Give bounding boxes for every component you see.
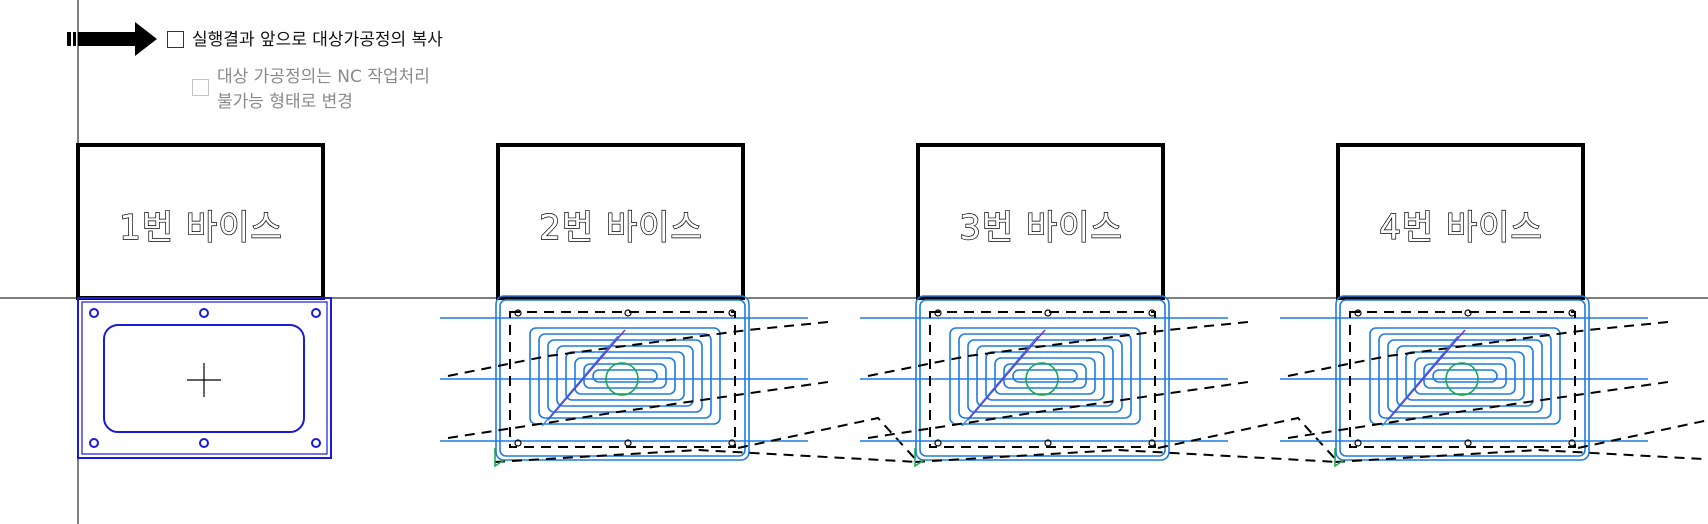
vise-box-4 [1336, 143, 1585, 300]
copy-before-result-label[interactable]: 실행결과 앞으로 대상가공정의 복사 [192, 30, 443, 50]
tool-circle-icon [1445, 362, 1479, 396]
vise-label-2: 2번 바이스 [539, 207, 703, 248]
arrow-right-icon [67, 22, 157, 56]
part-1-selected[interactable] [77, 297, 332, 459]
vise-label-3: 3번 바이스 [959, 207, 1123, 248]
vise-box-2 [496, 143, 745, 300]
crosshair-icon [187, 363, 221, 397]
toolpath-part-2[interactable] [440, 295, 919, 468]
tool-circle-icon [1025, 362, 1059, 396]
nc-lock-checkbox [192, 79, 209, 96]
copy-before-result-option[interactable]: 실행결과 앞으로 대상가공정의 복사 [167, 28, 443, 52]
nc-lock-label-line2: 불가능 형태로 변경 [217, 92, 353, 112]
toolpath-part-4[interactable] [1280, 295, 1708, 468]
nc-lock-label-line1: 대상 가공정의는 NC 작업처리 [217, 67, 430, 87]
copy-before-result-checkbox[interactable] [167, 31, 184, 48]
nc-lock-option: 대상 가공정의는 NC 작업처리 불가능 형태로 변경 [192, 65, 430, 115]
vise-box-3 [916, 143, 1165, 300]
toolpath-part-3[interactable] [860, 295, 1339, 468]
vise-label-1: 1번 바이스 [119, 207, 283, 248]
tool-circle-icon [605, 362, 639, 396]
nc-lock-label: 대상 가공정의는 NC 작업처리 불가능 형태로 변경 [217, 65, 430, 115]
vise-box-1 [76, 143, 325, 300]
vise-label-4: 4번 바이스 [1379, 207, 1543, 248]
